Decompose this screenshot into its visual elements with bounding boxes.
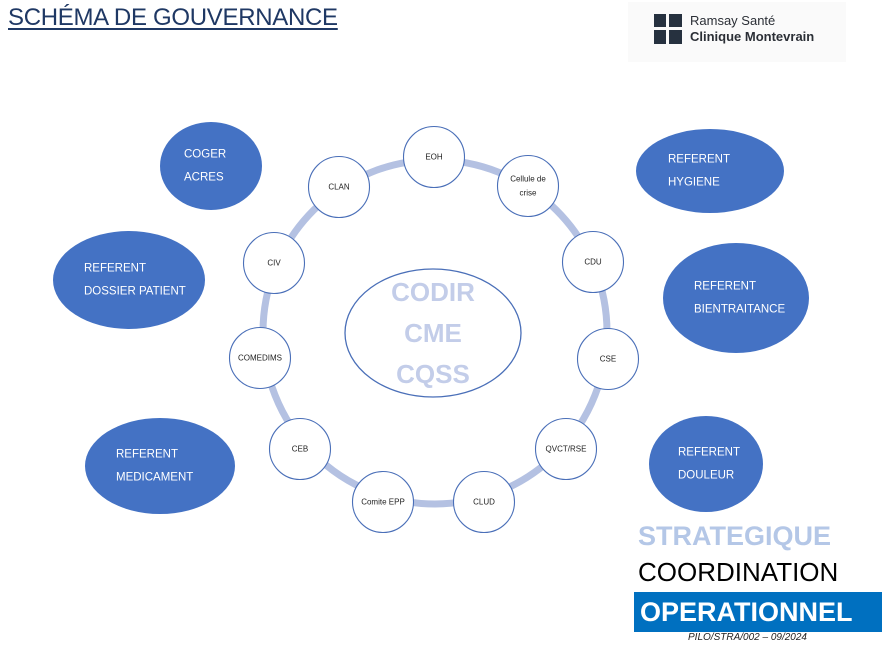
committee-comedims-label: COMEDIMS — [238, 354, 282, 363]
logo-brand: Ramsay Santé — [690, 13, 776, 28]
committee-cdu: CDU — [561, 230, 625, 294]
coger-acres-ellipse — [160, 122, 262, 210]
page-title: SCHÉMA DE GOUVERNANCE — [8, 4, 338, 31]
committee-cdu-label: CDU — [584, 258, 602, 267]
referent-douleur: REFERENT DOULEUR — [649, 416, 763, 512]
committee-clan: CLAN — [307, 155, 371, 219]
referent-douleur-label: DOULEUR — [678, 470, 734, 482]
committee-ceb-label: CEB — [292, 445, 308, 454]
committee-ceb-circle — [268, 417, 332, 481]
referent-douleur-ellipse — [649, 416, 763, 512]
committee-cse-label: CSE — [600, 355, 616, 364]
referent-bientraitance-ellipse — [663, 243, 809, 353]
logo-mark-icon — [654, 14, 682, 44]
committee-clud-circle — [452, 470, 516, 534]
committee-clan-label: CLAN — [328, 183, 350, 192]
coger-acres-label: ACRES — [184, 172, 224, 184]
legend: STRATEGIQUE COORDINATION OPERATIONNEL — [634, 518, 882, 632]
center-label: CODIR — [391, 277, 475, 307]
reference-code: PILO/STRA/002 – 09/2024 — [688, 632, 807, 643]
referent-douleur-label: REFERENT — [678, 447, 740, 459]
referent-medicament: REFERENT MEDICAMENT — [85, 418, 235, 514]
committee-comite-epp-label: Comite EPP — [361, 498, 405, 507]
committee-cellule-de-crise-label: Cellule de — [510, 175, 546, 184]
committee-cellule-de-crise-label: crise — [520, 189, 537, 198]
ramsay-logo: Ramsay Santé Clinique Montevrain — [628, 2, 846, 62]
committee-civ-label: CIV — [267, 259, 281, 268]
committee-comedims: COMEDIMS — [228, 326, 292, 390]
committee-qvct-rse-circle — [534, 417, 598, 481]
legend-operationnel: OPERATIONNEL — [634, 592, 882, 632]
committee-comedims-circle — [228, 326, 292, 390]
committee-cdu-circle — [561, 230, 625, 294]
referent-hygiene: REFERENT HYGIENE — [636, 129, 784, 213]
committee-cellule-de-crise-circle — [496, 154, 560, 218]
referent-hygiene-label: REFERENT — [668, 154, 730, 166]
committee-qvct-rse: QVCT/RSE — [534, 417, 598, 481]
committee-eoh-circle — [402, 125, 466, 189]
committee-eoh-label: EOH — [425, 153, 443, 162]
referent-medicament-ellipse — [85, 418, 235, 514]
logo-site: Clinique Montevrain — [690, 29, 815, 44]
center-label: CQSS — [396, 359, 470, 389]
committee-clud: CLUD — [452, 470, 516, 534]
referent-bientraitance-label: BIENTRAITANCE — [694, 304, 785, 316]
committee-civ-circle — [242, 231, 306, 295]
committee-comite-epp-circle — [351, 470, 415, 534]
committee-civ: CIV — [242, 231, 306, 295]
referent-bientraitance-label: REFERENT — [694, 281, 756, 293]
committee-cellule-de-crise: Cellule de crise — [496, 154, 560, 218]
committee-ceb: CEB — [268, 417, 332, 481]
referent-dossier-patient-label: DOSSIER PATIENT — [84, 286, 186, 298]
center-ellipse — [344, 268, 522, 398]
coger-acres-label: COGER — [184, 149, 226, 161]
coger-acres: COGER ACRES — [160, 122, 262, 210]
referent-bientraitance: REFERENT BIENTRAITANCE — [663, 243, 809, 353]
committee-qvct-rse-label: QVCT/RSE — [546, 445, 587, 454]
referent-medicament-label: REFERENT — [116, 449, 178, 461]
committee-comite-epp: Comite EPP — [351, 470, 415, 534]
referent-hygiene-ellipse — [636, 129, 784, 213]
committee-eoh: EOH — [402, 125, 466, 189]
committee-clud-label: CLUD — [473, 498, 495, 507]
referent-hygiene-label: HYGIENE — [668, 177, 720, 189]
referent-dossier-patient: REFERENT DOSSIER PATIENT — [53, 231, 205, 329]
referent-dossier-patient-ellipse — [53, 231, 205, 329]
committee-clan-circle — [307, 155, 371, 219]
center-label: CME — [404, 318, 462, 348]
referent-dossier-patient-label: REFERENT — [84, 263, 146, 275]
committee-cse: CSE — [576, 327, 640, 391]
referent-medicament-label: MEDICAMENT — [116, 472, 193, 484]
committee-cse-circle — [576, 327, 640, 391]
legend-strategique: STRATEGIQUE — [638, 521, 832, 551]
legend-coordination: COORDINATION — [638, 557, 839, 587]
